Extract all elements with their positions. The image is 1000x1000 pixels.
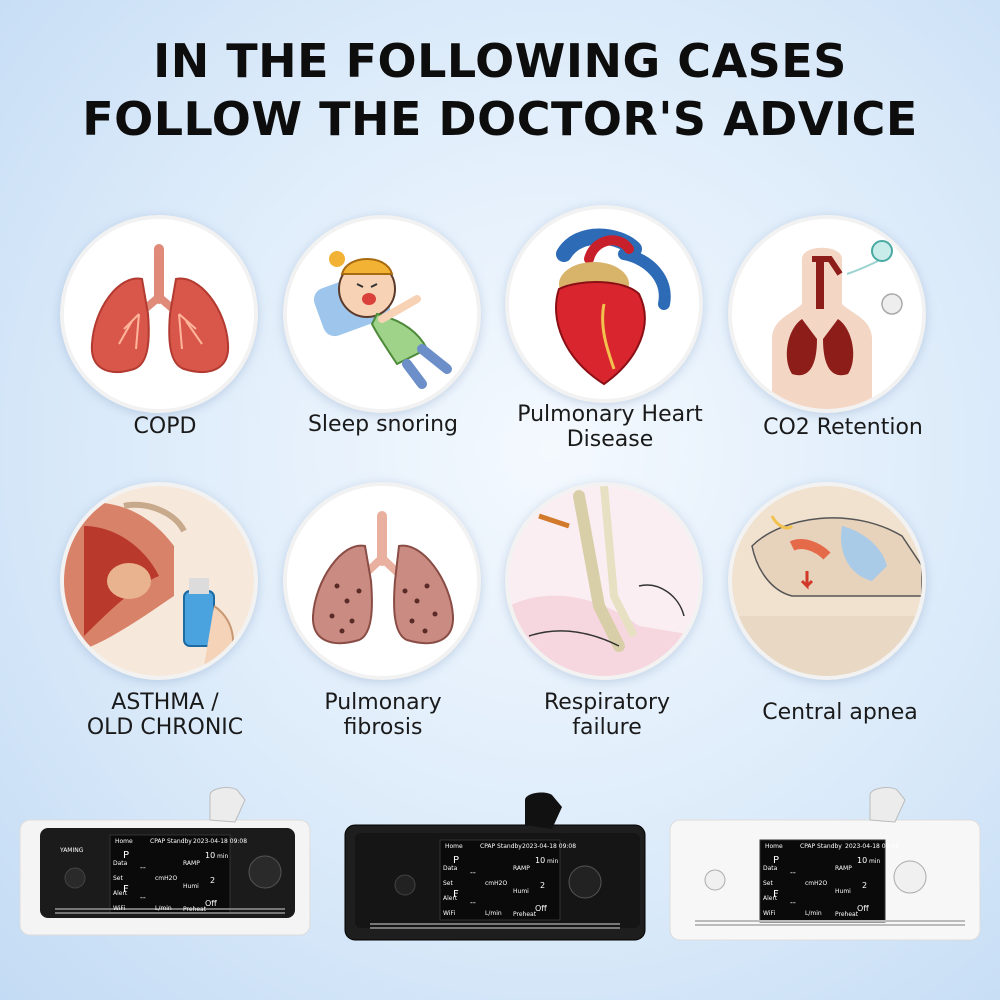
- heart-icon: [505, 205, 703, 403]
- screen-datetime: 2023-04-18 09:08: [522, 843, 576, 850]
- screen-preheat-label: Preheat: [835, 911, 859, 918]
- page-title-line2: FOLLOW THE DOCTOR'S ADVICE: [82, 92, 918, 146]
- screen-p-label: P: [453, 855, 459, 866]
- asthma-inhaler-icon: [60, 482, 258, 680]
- screen-ramp-unit: min: [547, 858, 559, 865]
- screen-preheat-label: Preheat: [183, 906, 207, 913]
- screen-side-set: Set: [443, 880, 454, 887]
- screen-side-set: Set: [763, 880, 774, 887]
- screen-f-label: F: [453, 889, 459, 900]
- screen-preheat-label: Preheat: [513, 911, 537, 918]
- fibrosis-lungs-icon: [283, 482, 481, 680]
- screen-mode: CPAP Standby: [800, 843, 842, 850]
- page-title-line1: IN THE FOLLOWING CASES: [153, 34, 847, 88]
- screen-f-value: --: [470, 898, 476, 907]
- screen-side-alert: Alert: [443, 895, 458, 902]
- screen-f-value: --: [140, 893, 146, 902]
- screen-side-set: Set: [113, 875, 124, 882]
- screen-p-value: --: [140, 863, 146, 872]
- screen-side-alert: Alert: [763, 895, 778, 902]
- screen-mode: CPAP Standby: [150, 838, 192, 845]
- screen-preheat-value: Off: [205, 899, 217, 908]
- screen-humid-value: 2: [210, 876, 215, 885]
- screen-flow-unit: L/min: [805, 910, 822, 917]
- screen-datetime: 2023-04-18 09:08: [845, 843, 899, 850]
- case-label-snoring: Sleep snoring: [307, 412, 459, 437]
- screen-preheat-value: Off: [857, 904, 869, 913]
- screen-f-label: F: [773, 889, 779, 900]
- screen-flow-unit: L/min: [155, 905, 172, 912]
- screen-f-value: --: [790, 898, 796, 907]
- screen-preheat-value: Off: [535, 904, 547, 913]
- cpap-device-white-right: Home CPAP Standby 2023-04-18 09:08 P -- …: [665, 780, 985, 945]
- screen-p-label: P: [773, 855, 779, 866]
- case-label-asthma: ASTHMA / OLD CHRONIC: [86, 690, 244, 740]
- screen-side-wifi: WiFi: [763, 910, 775, 917]
- screen-home: Home: [765, 843, 783, 850]
- screen-mode: CPAP Standby: [480, 843, 522, 850]
- screen-f-label: F: [123, 884, 129, 895]
- screen-pressure-unit: cmH2O: [155, 875, 177, 882]
- lungs-icon: [60, 215, 258, 413]
- screen-p-label: P: [123, 850, 129, 861]
- cpap-device-white-left: YAMING Home CPAP Standby 2023-04-18 09:0…: [15, 780, 315, 940]
- screen-p-value: --: [790, 868, 796, 877]
- screen-ramp-unit: min: [217, 853, 229, 860]
- cpap-device-black-center: Home CPAP Standby 2023-04-18 09:08 P -- …: [340, 785, 655, 945]
- screen-ramp-unit: min: [869, 858, 881, 865]
- screen-ramp-label: RAMP: [183, 860, 200, 867]
- intubation-icon: [505, 482, 703, 680]
- screen-ramp-label: RAMP: [513, 865, 530, 872]
- screen-home: Home: [115, 838, 133, 845]
- case-label-central-apnea: Central apnea: [762, 700, 918, 725]
- screen-ramp-value: 10: [857, 856, 867, 865]
- screen-side-wifi: WiFi: [113, 905, 125, 912]
- respiratory-system-icon: [728, 215, 926, 413]
- screen-side-data: Data: [763, 865, 778, 872]
- brand-label: YAMING: [59, 847, 84, 854]
- case-label-co2: CO2 Retention: [763, 415, 923, 440]
- screen-humid-label: Humi: [183, 883, 199, 890]
- screen-datetime: 2023-04-18 09:08: [193, 838, 247, 845]
- screen-humid-label: Humi: [513, 888, 529, 895]
- screen-humid-label: Humi: [835, 888, 851, 895]
- screen-flow-unit: L/min: [485, 910, 502, 917]
- snoring-child-icon: [283, 215, 481, 413]
- airway-obstruction-icon: [728, 482, 926, 680]
- screen-side-data: Data: [443, 865, 458, 872]
- screen-humid-value: 2: [862, 881, 867, 890]
- screen-pressure-unit: cmH2O: [485, 880, 507, 887]
- screen-ramp-value: 10: [535, 856, 545, 865]
- screen-ramp-value: 10: [205, 851, 215, 860]
- case-label-fibrosis: Pulmonary fibrosis: [324, 690, 442, 740]
- screen-side-data: Data: [113, 860, 128, 867]
- screen-humid-value: 2: [540, 881, 545, 890]
- screen-side-wifi: WiFi: [443, 910, 455, 917]
- screen-ramp-label: RAMP: [835, 865, 852, 872]
- case-label-pulmonary-heart: Pulmonary Heart Disease: [517, 402, 703, 452]
- case-label-copd: COPD: [133, 414, 197, 439]
- case-label-respiratory-failure: Respiratory failure: [543, 690, 671, 740]
- screen-pressure-unit: cmH2O: [805, 880, 827, 887]
- screen-side-alert: Alert: [113, 890, 128, 897]
- screen-home: Home: [445, 843, 463, 850]
- screen-p-value: --: [470, 868, 476, 877]
